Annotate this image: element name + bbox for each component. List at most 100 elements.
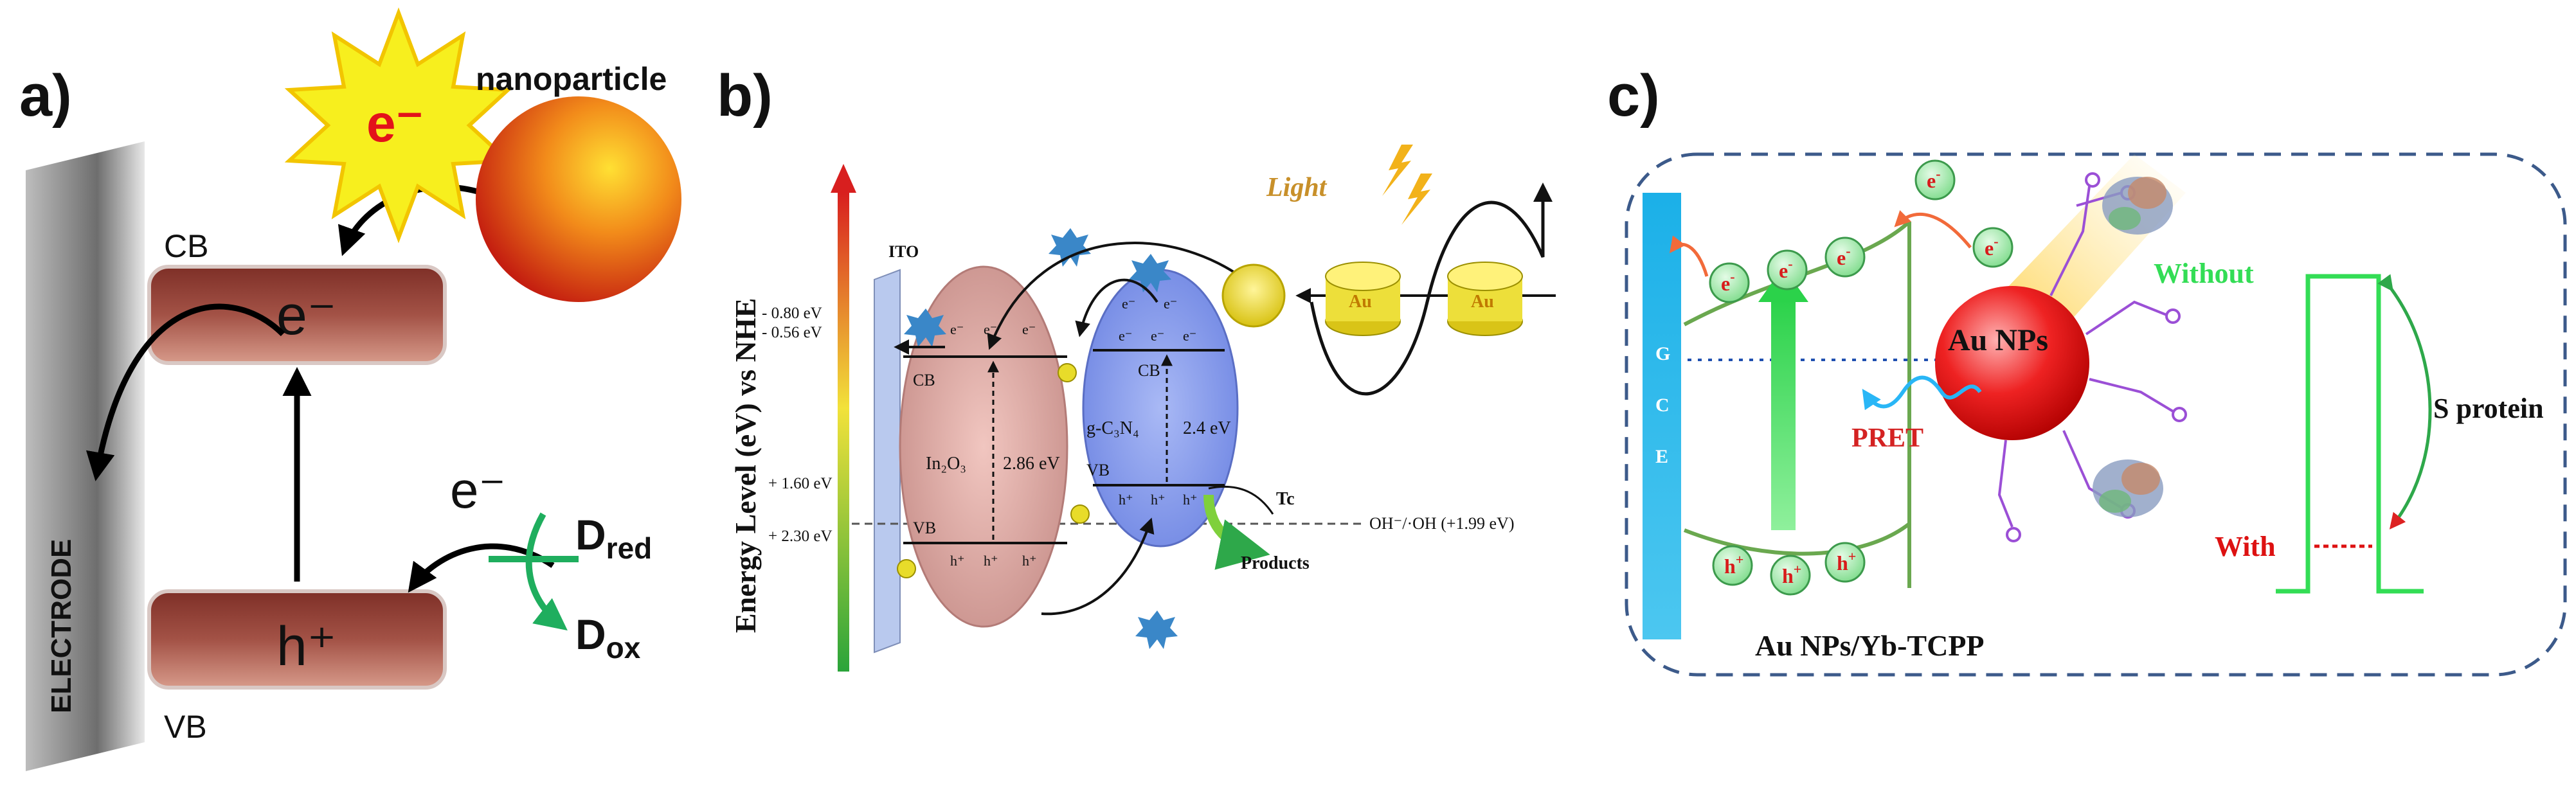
electron-ball-3 xyxy=(1824,236,1866,278)
au-particle-sphere xyxy=(1221,263,1286,328)
excitation-star-icon xyxy=(284,7,513,244)
energy-axis-label: Energy Level (eV) vs NHE xyxy=(729,298,762,633)
signal-trace xyxy=(2276,274,2424,594)
panel-b-label: b) xyxy=(717,63,773,129)
electron-ball-1 xyxy=(1709,262,1750,303)
valence-band-curve xyxy=(1683,522,1911,556)
panel-a: a) ELECTRODE CB VB e⁻ h⁺ e⁻ Dred Dox e⁻ … xyxy=(19,7,681,771)
au-to-gc3n4-arrow xyxy=(1075,278,1158,337)
electron-star-icon-2 xyxy=(1049,228,1091,267)
electron-label-4: e- xyxy=(1985,233,1999,260)
energy-axis-bar xyxy=(838,193,849,672)
electron-ball-5 xyxy=(1914,159,1956,200)
level-label-2: - 0.56 eV xyxy=(762,324,822,341)
with-label: With xyxy=(2215,531,2276,562)
excitation-arrow-body xyxy=(1771,299,1796,530)
in2o3-vb-h-3: h⁺ xyxy=(1022,553,1037,569)
gc3n4-vb-h-1: h⁺ xyxy=(1119,492,1133,508)
in2o3-gap: 2.86 eV xyxy=(1003,454,1060,474)
in2o3-vb-h-1: h⁺ xyxy=(950,553,965,569)
composite-label: Au NPs/Yb-TCPP xyxy=(1755,629,1985,662)
electron-transfer-arrow-2 xyxy=(1894,210,1972,249)
gc3n4-incoming-e-2: e⁻ xyxy=(1164,296,1177,312)
electron-label-3: e- xyxy=(1837,243,1851,269)
hole-ball-2 xyxy=(1770,555,1811,596)
pret-label: PRET xyxy=(1851,423,1923,453)
level-label-1: - 0.80 eV xyxy=(762,305,822,322)
products-arrow xyxy=(1203,494,1270,570)
electrode-transfer-arrow xyxy=(86,303,285,481)
without-label: Without xyxy=(2154,258,2254,289)
electron-star-icon-1 xyxy=(1129,254,1171,292)
gc3n4-name: g-C₃N₄ xyxy=(1086,418,1139,438)
oh-level-label: OH⁻/·OH (+1.99 eV) xyxy=(1369,514,1515,533)
gc3n4-gap: 2.4 eV xyxy=(1183,418,1231,438)
hole-label-2: h+ xyxy=(1782,561,1801,587)
electron-ball-2 xyxy=(1767,249,1808,290)
nanoparticle-label: nanoparticle xyxy=(476,61,667,97)
au-label-2: Au xyxy=(1471,292,1494,312)
gc3n4-incoming-e-1: e⁻ xyxy=(1122,296,1135,312)
cb-label: CB xyxy=(164,228,208,264)
conduction-band-curve xyxy=(1683,220,1911,326)
gce-letter-c: C xyxy=(1655,395,1670,416)
lightning-icon-1 xyxy=(1382,145,1413,196)
vb-hole: h⁺ xyxy=(276,616,336,677)
in2o3-cb-e-1: e⁻ xyxy=(950,321,964,337)
gc3n4-cb-e-3: e⁻ xyxy=(1183,328,1196,344)
ito-label: ITO xyxy=(888,242,919,261)
cb-electron: e⁻ xyxy=(276,285,336,346)
hole-star-icon xyxy=(1135,610,1178,649)
donor-green-arrow xyxy=(525,512,568,631)
level-label-4: + 2.30 eV xyxy=(768,528,833,545)
junction-dot-1 xyxy=(1058,363,1077,382)
electron-label-5: e- xyxy=(1927,166,1941,192)
electron-star-icon-3 xyxy=(904,308,946,347)
hole-ball-1 xyxy=(1712,545,1753,586)
ito-electrode xyxy=(874,269,901,654)
panel-c-label: c) xyxy=(1607,63,1660,129)
in2o3-vb-h-2: h⁺ xyxy=(984,553,998,569)
d-ox-label: Dox xyxy=(575,610,641,664)
star-electron: e⁻ xyxy=(366,94,424,153)
in2o3-name: In₂O₃ xyxy=(926,454,966,474)
gc3n4-cb-label: CB xyxy=(1138,361,1160,380)
hole-label-3: h+ xyxy=(1837,548,1856,575)
s-protein-label: S protein xyxy=(2433,393,2544,424)
panel-b: b) Energy Level (eV) vs NHE - 0.80 eV - … xyxy=(717,63,1556,672)
electron-ball-4 xyxy=(1972,227,2013,268)
au-particle-1 xyxy=(1325,262,1401,336)
gce-electrode xyxy=(1643,193,1681,639)
tc-curve xyxy=(1208,485,1274,515)
au-particle-2 xyxy=(1447,262,1523,336)
junction-dot-2 xyxy=(1070,504,1090,524)
gc3n4-cb-e-2: e⁻ xyxy=(1151,328,1164,344)
au-nps-label: Au NPs xyxy=(1948,323,2048,357)
in2o3-cb-e-3: e⁻ xyxy=(1022,321,1036,337)
protein-icon-2 xyxy=(2093,459,2163,517)
valence-band xyxy=(147,589,447,690)
panel-a-label: a) xyxy=(19,63,72,129)
gc3n4-vb-h-3: h⁺ xyxy=(1183,492,1198,508)
gce-letter-g: G xyxy=(1655,343,1670,364)
electrode-slab xyxy=(26,141,145,771)
signal-change-arrow xyxy=(2377,274,2432,530)
in2o3-vb-label: VB xyxy=(913,519,936,537)
energy-axis-arrowhead xyxy=(831,164,856,193)
pret-wave xyxy=(1862,375,1982,411)
electron-label-2: e- xyxy=(1779,256,1793,282)
conduction-band xyxy=(147,265,447,365)
electron-transfer-arrow-1 xyxy=(1669,235,1709,277)
hole-ball-3 xyxy=(1824,542,1866,583)
products-label: Products xyxy=(1241,553,1310,573)
au-nps-sphere xyxy=(1935,286,2089,440)
electrode-label: ELECTRODE xyxy=(46,539,77,713)
panel-c: c) G C E e- e- e- e- xyxy=(1607,63,2567,677)
lightning-icon-2 xyxy=(1401,174,1432,225)
junction-dot-3 xyxy=(897,559,916,578)
gc3n4-vb-label: VB xyxy=(1086,461,1110,479)
light-wave xyxy=(1310,183,1553,396)
hole-transfer-arrow xyxy=(1041,517,1155,616)
au-label-1: Au xyxy=(1349,292,1372,312)
